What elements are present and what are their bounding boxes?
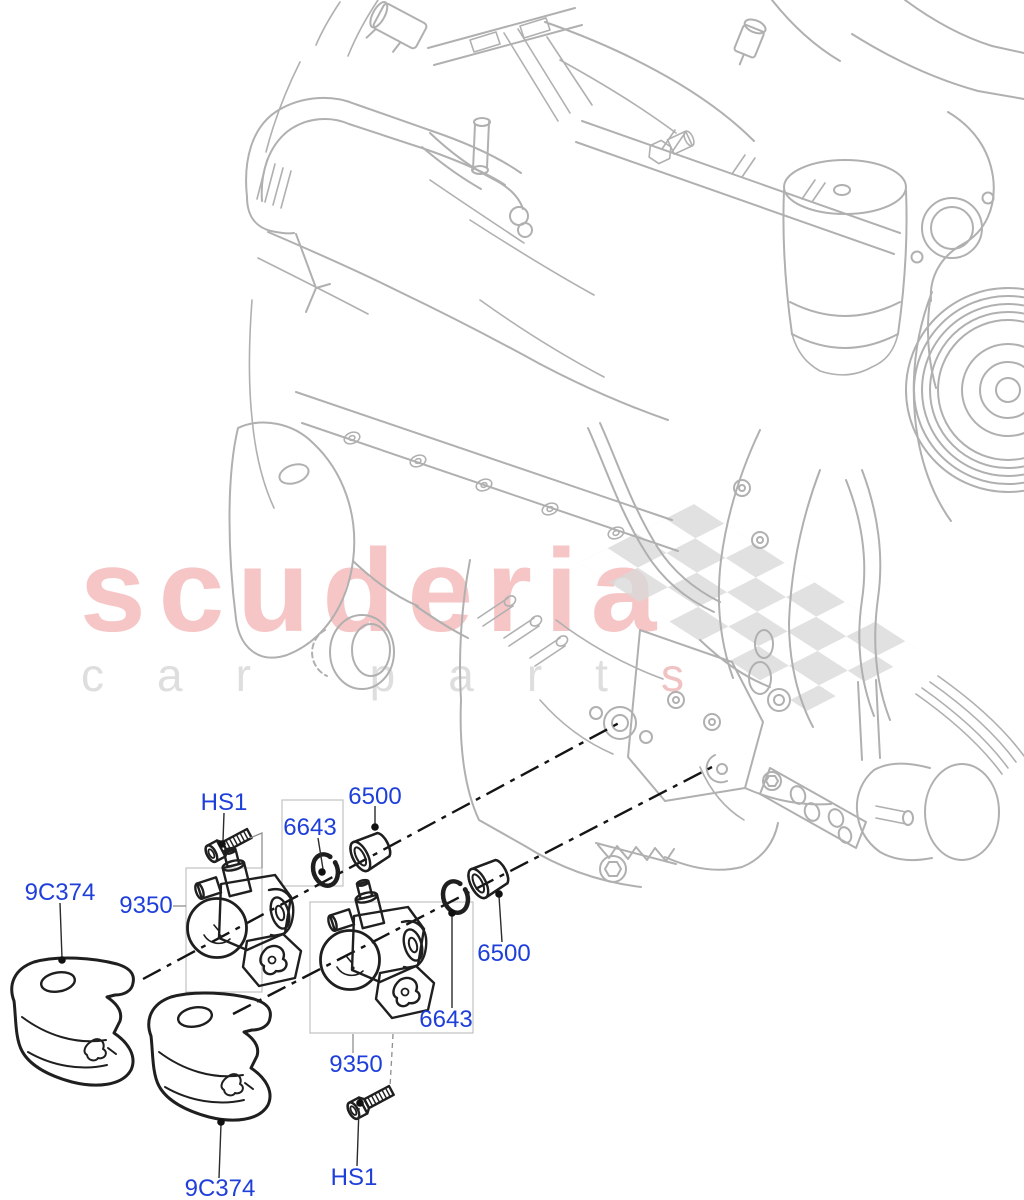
watermark-tagline: car parts <box>81 649 737 701</box>
watermark-brand: scuderia <box>80 525 669 657</box>
callout-label-6500-right[interactable]: 6500 <box>477 940 530 967</box>
callout-label-9c374-bottom[interactable]: 9C374 <box>185 1175 256 1200</box>
leader-lines <box>59 806 503 1179</box>
pump-cover-1-drawing[interactable] <box>10 956 135 1087</box>
watermark: scuderia car parts <box>80 504 923 711</box>
bushing-2-drawing[interactable] <box>463 854 514 903</box>
checkered-flag-watermark <box>578 504 923 711</box>
callout-label-6643-lower[interactable]: 6643 <box>419 1006 472 1033</box>
callout-label-hs1-bottom[interactable]: HS1 <box>331 1164 378 1191</box>
fuel-pump-1-drawing[interactable] <box>186 844 303 988</box>
axis-line-pump-2 <box>232 765 713 1016</box>
assembly-axis-lines <box>142 721 713 1016</box>
fuel-pump-2-drawing[interactable] <box>319 876 436 1020</box>
engine-line-art <box>228 0 1024 888</box>
oring-1-group-box <box>281 799 344 887</box>
pump-cover-2-drawing[interactable] <box>147 991 272 1122</box>
snap-ring-1-drawing[interactable] <box>309 851 344 889</box>
leader-dots <box>58 823 503 1126</box>
callout-label-6500-upper[interactable]: 6500 <box>348 783 401 810</box>
pump-2-group-box <box>309 901 474 1034</box>
callout-label-6643-upper[interactable]: 6643 <box>283 814 336 841</box>
callout-label-9350-left[interactable]: 9350 <box>119 892 172 919</box>
callout-label-9350-lower[interactable]: 9350 <box>329 1051 382 1078</box>
callout-label-hs1-top[interactable]: HS1 <box>201 789 248 816</box>
axis-line-pump-1 <box>142 721 620 981</box>
snap-ring-2-drawing[interactable] <box>439 878 474 916</box>
bolt-2-drawing[interactable] <box>344 1081 397 1122</box>
callout-label-9c374-left[interactable]: 9C374 <box>25 879 96 906</box>
bushing-1-drawing[interactable] <box>345 827 396 876</box>
bolt-1-drawing[interactable] <box>202 824 255 865</box>
